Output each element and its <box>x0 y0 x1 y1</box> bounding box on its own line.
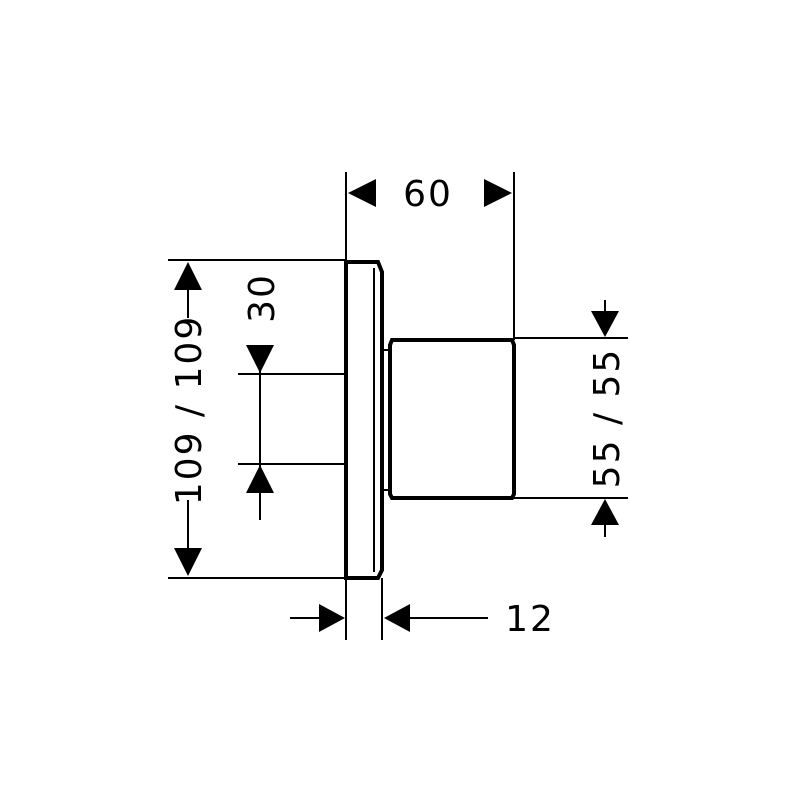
wall-plate <box>344 260 384 580</box>
arrow-left-inner-bottom <box>246 465 274 493</box>
arrow-right-top <box>591 311 619 337</box>
dimension-right: 55 / 55 <box>514 300 628 537</box>
dimension-left-inner: 30 <box>238 273 346 520</box>
dimension-bottom: 12 <box>290 578 555 640</box>
dimension-label-height: 109 / 109 <box>169 315 210 505</box>
arrow-bottom-left <box>319 604 345 632</box>
arrow-right-bottom <box>591 499 619 525</box>
dimension-label-handle-height: 55 / 55 <box>587 348 628 489</box>
arrow-left-outer-top <box>174 262 202 290</box>
arrow-bottom-right <box>384 604 410 632</box>
dimension-left-outer: 109 / 109 <box>168 259 346 579</box>
arrow-top-left <box>348 179 376 207</box>
dimension-label-width: 60 <box>403 174 453 215</box>
arrow-top-right <box>484 179 512 207</box>
dimension-label-depth: 12 <box>505 599 555 640</box>
product-outline <box>344 260 516 580</box>
arrow-left-outer-bottom <box>174 548 202 576</box>
dimension-label-offset: 30 <box>242 273 283 323</box>
dimension-top: 60 <box>345 172 515 340</box>
handle-body <box>388 338 516 500</box>
